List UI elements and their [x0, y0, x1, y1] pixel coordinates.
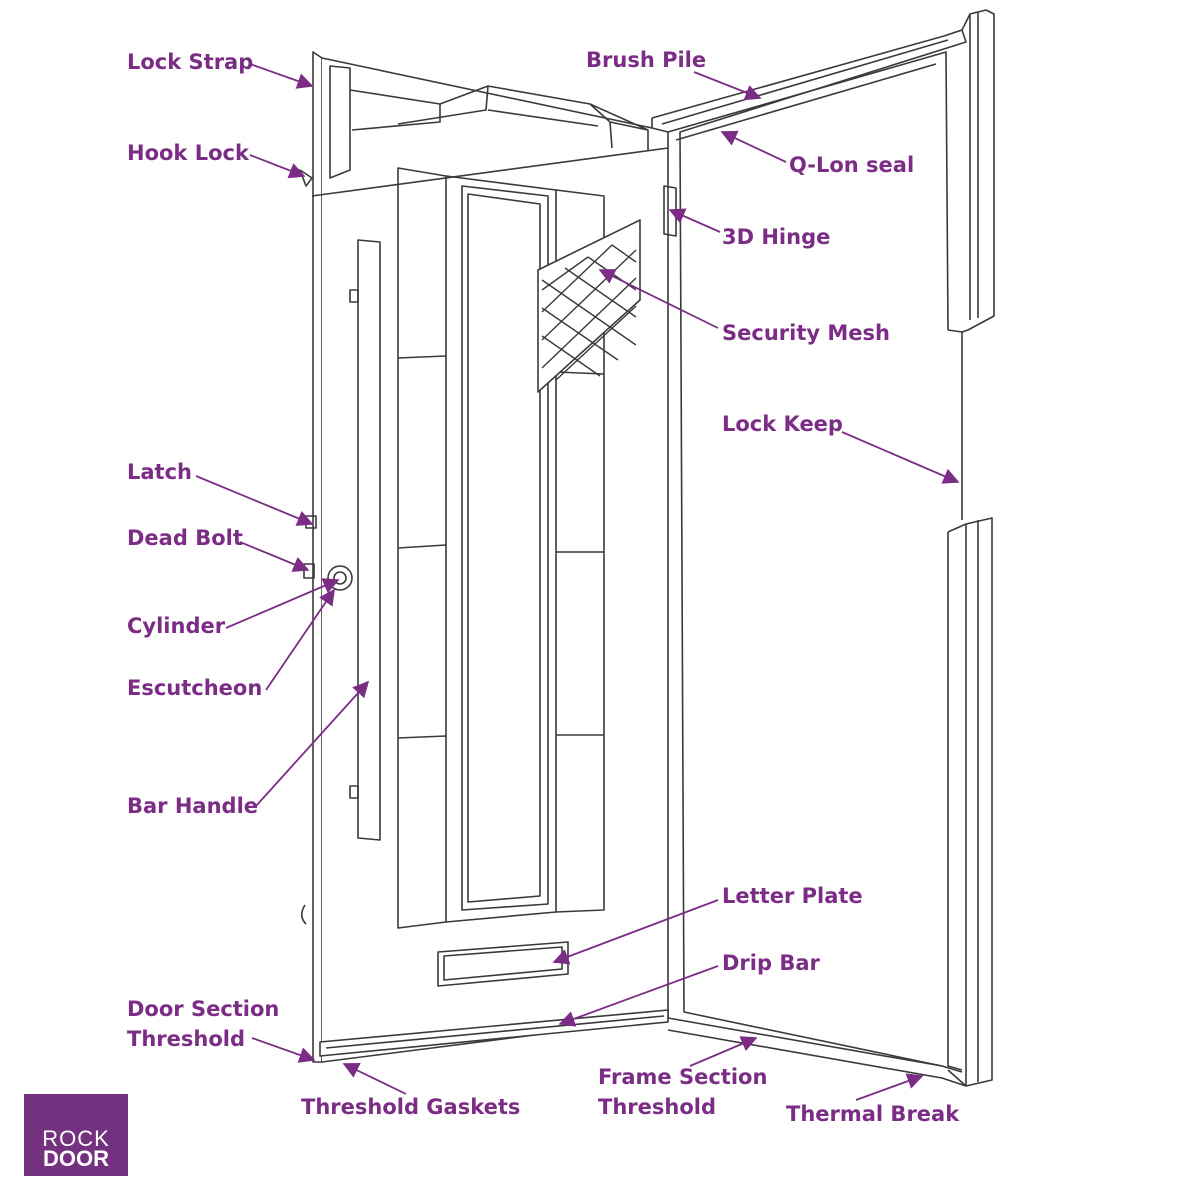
door-frame-drawing: [299, 9, 995, 1087]
leader-brush-pile: [693, 71, 762, 101]
leader-frame-section-threshold: [689, 1036, 758, 1067]
label-security-mesh: Security Mesh: [722, 321, 890, 345]
label-thermal-break: Thermal Break: [786, 1102, 960, 1126]
label-door-section-threshold: Door Section Threshold: [127, 997, 280, 1051]
label-hook-lock: Hook Lock: [127, 141, 249, 165]
label-brush-pile: Brush Pile: [586, 48, 707, 72]
leader-escutcheon: [265, 588, 335, 691]
label-escutcheon: Escutcheon: [127, 676, 263, 700]
label-latch: Latch: [127, 460, 192, 484]
leader-lock-keep: [841, 431, 960, 484]
leader-threshold-gaskets: [342, 1063, 407, 1095]
label-drip-bar: Drip Bar: [722, 951, 820, 975]
leader-3d-hinge: [668, 208, 721, 233]
leader-door-section-threshold: [251, 1037, 316, 1063]
logo-line-1: ROCK: [42, 1126, 110, 1151]
leader-lock-strap: [249, 63, 314, 89]
label-cylinder: Cylinder: [127, 614, 226, 638]
label-3d-hinge: 3D Hinge: [722, 225, 831, 249]
label-frame-section-threshold: Frame Section Threshold: [598, 1065, 768, 1119]
label-q-lon-seal: Q-Lon seal: [789, 153, 915, 177]
leader-letter-plate: [552, 899, 719, 965]
leader-latch: [195, 475, 314, 526]
leader-thermal-break: [855, 1073, 924, 1101]
rockdoor-logo: ROCK DOOR ®: [24, 1094, 164, 1176]
label-dead-bolt: Dead Bolt: [127, 526, 243, 550]
leader-q-lon-seal: [720, 130, 787, 163]
leader-cylinder: [225, 578, 340, 629]
leader-bar-handle: [255, 680, 370, 807]
leader-lines: [195, 63, 960, 1101]
logo-line-2: DOOR: [43, 1146, 109, 1171]
leader-hook-lock: [249, 154, 306, 179]
label-lock-keep: Lock Keep: [722, 412, 843, 436]
leader-drip-bar: [558, 965, 719, 1027]
leader-security-mesh: [598, 269, 719, 329]
label-letter-plate: Letter Plate: [722, 884, 863, 908]
label-threshold-gaskets: Threshold Gaskets: [301, 1095, 521, 1119]
label-lock-strap: Lock Strap: [127, 50, 254, 74]
leader-dead-bolt: [239, 541, 310, 572]
label-bar-handle: Bar Handle: [127, 794, 259, 818]
logo-registered-mark: ®: [158, 1129, 164, 1138]
